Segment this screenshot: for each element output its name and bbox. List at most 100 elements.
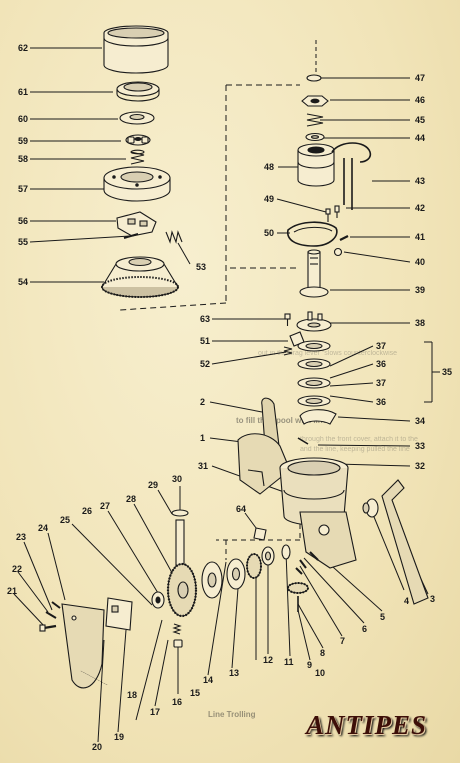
callout-4: 4	[404, 596, 410, 606]
part-52-spring-icon	[283, 346, 293, 356]
callout-31: 31	[198, 461, 209, 471]
callout-9: 9	[307, 660, 313, 670]
leader-lines	[13, 40, 440, 743]
callout-36: 36	[376, 397, 387, 407]
callout-23: 23	[16, 532, 27, 542]
callout-18: 18	[127, 690, 138, 700]
callout-55: 55	[18, 237, 29, 247]
part-25-bracket-icon	[105, 597, 133, 631]
callout-59: 59	[18, 136, 29, 146]
part-46-nut-icon	[301, 95, 329, 107]
background-text: and the line, keeping pulled the line	[300, 446, 410, 453]
part-5-screw-icon	[309, 551, 319, 561]
part-53-spring-icon	[165, 230, 183, 244]
part-39-main-shaft-icon	[299, 249, 329, 298]
part-18-spring-icon	[172, 623, 182, 635]
callout-41: 41	[415, 232, 426, 242]
part-33-pin-icon	[297, 437, 309, 445]
background-heading: Line Trolling	[208, 710, 256, 719]
callout-53: 53	[196, 262, 207, 272]
part-36-washer-icon	[297, 395, 331, 407]
callout-21: 21	[7, 586, 18, 596]
part-37-washer-icon	[297, 340, 331, 352]
part-24-side-cover-icon	[61, 603, 105, 689]
part-60-washer-icon	[119, 111, 155, 125]
callout-54: 54	[18, 277, 29, 287]
callout-7: 7	[340, 636, 346, 646]
part-8-pinion-icon	[287, 582, 309, 594]
part-38-rotor-plate-icon	[296, 311, 332, 332]
callout-64: 64	[236, 504, 247, 514]
part-50-bail-arm-icon	[287, 221, 338, 247]
part-21-screw-icon	[39, 624, 57, 632]
callout-24: 24	[38, 523, 49, 533]
part-37-washer-icon	[297, 377, 331, 389]
callout-16: 16	[172, 697, 183, 707]
callout-50: 50	[264, 228, 275, 238]
callout-19: 19	[114, 732, 125, 742]
callout-13: 13	[229, 668, 240, 678]
part-4-handle-knob-icon	[362, 498, 379, 518]
part-23-screw-icon	[51, 601, 61, 609]
part-34-clip-icon	[299, 409, 337, 425]
part-61-ring-icon	[116, 81, 160, 102]
part-11-ring-icon	[281, 544, 291, 560]
callout-30: 30	[172, 474, 183, 484]
part-49-screw-icon	[325, 208, 331, 222]
callout-6: 6	[362, 624, 368, 634]
part-56-drag-plate-icon	[116, 211, 157, 237]
callout-33: 33	[415, 441, 426, 451]
callout-38: 38	[415, 318, 426, 328]
part-64-retainer-icon	[253, 527, 267, 541]
background-text: out in the drag lever "slows countercloc…	[258, 350, 398, 357]
part-42-screw-icon	[334, 205, 340, 218]
callout-37: 37	[376, 341, 387, 351]
callout-61: 61	[18, 87, 29, 97]
callout-2: 2	[200, 397, 206, 407]
callout-8: 8	[320, 648, 326, 658]
callout-14: 14	[203, 675, 214, 685]
callout-12: 12	[263, 655, 274, 665]
callout-46: 46	[415, 95, 426, 105]
callout-15: 15	[190, 688, 201, 698]
part-45-spring-icon	[306, 113, 324, 127]
callout-35: 35	[442, 367, 453, 377]
part-58-spring-icon	[130, 149, 145, 165]
part-7-pin-icon	[295, 567, 303, 575]
part-reel-housing-icon	[299, 511, 357, 569]
part-44-washer-icon	[305, 132, 325, 142]
part-57-drag-housing-icon	[103, 166, 171, 202]
antipes-logo: ANTIPES	[306, 710, 428, 740]
part-15-washer-icon	[201, 561, 223, 599]
callout-49: 49	[264, 194, 275, 204]
parts: ~~~~~~~~~~~~~	[39, 25, 429, 689]
callout-43: 43	[415, 176, 426, 186]
callout-32: 32	[415, 461, 426, 471]
part-6-screw-icon	[299, 559, 307, 569]
part-43-bail-wire-icon	[331, 142, 372, 210]
part-62-spool-cover-icon	[103, 25, 169, 74]
callout-39: 39	[415, 285, 426, 295]
callout-25: 25	[60, 515, 71, 525]
callout-45: 45	[415, 115, 426, 125]
callout-34: 34	[415, 416, 426, 426]
background-heading: to fill the spool with line	[236, 416, 328, 425]
callout-62: 62	[18, 43, 29, 53]
part-40-nut-icon	[333, 247, 343, 257]
callout-5: 5	[380, 612, 386, 622]
callout-17: 17	[150, 707, 161, 717]
background-text: through the front cover, attach it to th…	[300, 436, 418, 443]
part-3-handle-crank-icon	[381, 479, 429, 605]
callout-22: 22	[12, 564, 23, 574]
part-12-bearing-icon	[261, 546, 275, 566]
part-59-star-clutch-icon	[125, 134, 151, 146]
part-14-washer-icon	[226, 558, 246, 590]
callout-40: 40	[415, 257, 426, 267]
callout-1: 1	[200, 433, 206, 443]
part-55-pin-icon	[123, 233, 139, 239]
callout-56: 56	[18, 216, 29, 226]
part-32-rotor-icon	[279, 457, 349, 526]
callout-27: 27	[100, 501, 111, 511]
